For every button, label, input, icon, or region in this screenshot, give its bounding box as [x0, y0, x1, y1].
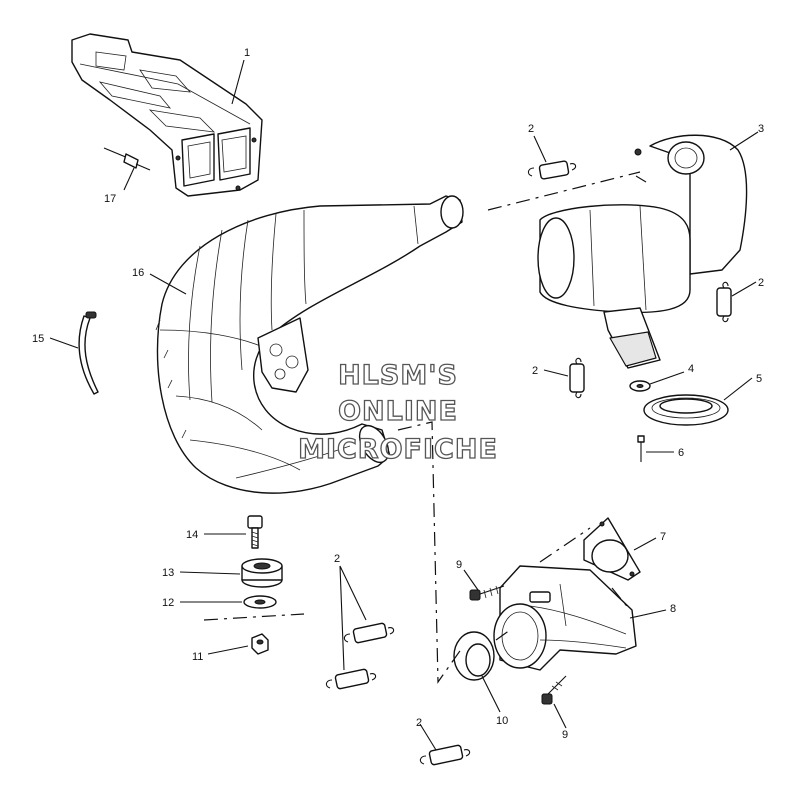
- part-2-spring-a: [527, 160, 577, 180]
- callout-4: 4: [688, 363, 694, 375]
- part-6-screw: [637, 435, 645, 462]
- alignment-lines: [203, 171, 641, 684]
- part-11-nut: [251, 633, 269, 655]
- watermark: HLSM'S ONLINE MICROFICHE: [297, 359, 498, 465]
- callout-3: 3: [758, 123, 764, 135]
- callout-10: 10: [496, 715, 508, 727]
- callout-13: 13: [162, 567, 174, 579]
- watermark-line-3: MICROFICHE: [298, 434, 498, 465]
- part-17-rivet: [103, 147, 151, 171]
- callout-15: 15: [32, 333, 44, 345]
- watermark-line-1: HLSM'S: [338, 360, 458, 391]
- part-1-mounting-bracket: [71, 33, 263, 197]
- part-2-spring-d: [343, 622, 395, 644]
- part-13-grommet: [241, 558, 283, 588]
- callout-labels: 1 2 3 2 2 4 5 6 7 8 9 9 10 2 2 14 13 12 …: [32, 47, 764, 741]
- part-12-washer: [243, 595, 277, 609]
- callout-6: 6: [678, 447, 684, 459]
- callout-2: 2: [334, 553, 340, 565]
- callout-5: 5: [756, 373, 762, 385]
- part-2-spring-c: [569, 357, 585, 399]
- part-10-seal-ring: [453, 631, 495, 681]
- watermark-line-2: ONLINE: [338, 396, 458, 427]
- callout-2: 2: [416, 717, 422, 729]
- callout-17: 17: [104, 193, 116, 205]
- callout-16: 16: [132, 267, 144, 279]
- callout-12: 12: [162, 597, 174, 609]
- part-14-bolt: [247, 515, 263, 549]
- part-2-spring-e: [325, 668, 377, 690]
- part-16-expansion-chamber: [155, 195, 464, 494]
- callout-14: 14: [186, 529, 198, 541]
- part-2-spring-f: [419, 744, 471, 766]
- part-4-washer: [629, 380, 651, 392]
- callout-7: 7: [660, 531, 666, 543]
- callout-1: 1: [244, 47, 250, 59]
- part-15-strap: [78, 311, 99, 395]
- part-8-exhaust-manifold: [493, 565, 637, 671]
- callout-2: 2: [528, 123, 534, 135]
- part-5-gasket: [643, 394, 729, 426]
- leader-lines: [49, 59, 759, 751]
- part-7-flange-gasket: [583, 517, 641, 581]
- callout-9: 9: [456, 559, 462, 571]
- part-2-spring-b: [716, 281, 732, 323]
- part-9-bolt-lower: [541, 675, 567, 705]
- callout-9: 9: [562, 729, 568, 741]
- callout-2: 2: [532, 365, 538, 377]
- callout-11: 11: [192, 651, 203, 663]
- part-3-silencer: [537, 134, 748, 369]
- callout-2: 2: [758, 277, 764, 289]
- part-9-bolt-upper: [469, 585, 505, 601]
- callout-8: 8: [670, 603, 676, 615]
